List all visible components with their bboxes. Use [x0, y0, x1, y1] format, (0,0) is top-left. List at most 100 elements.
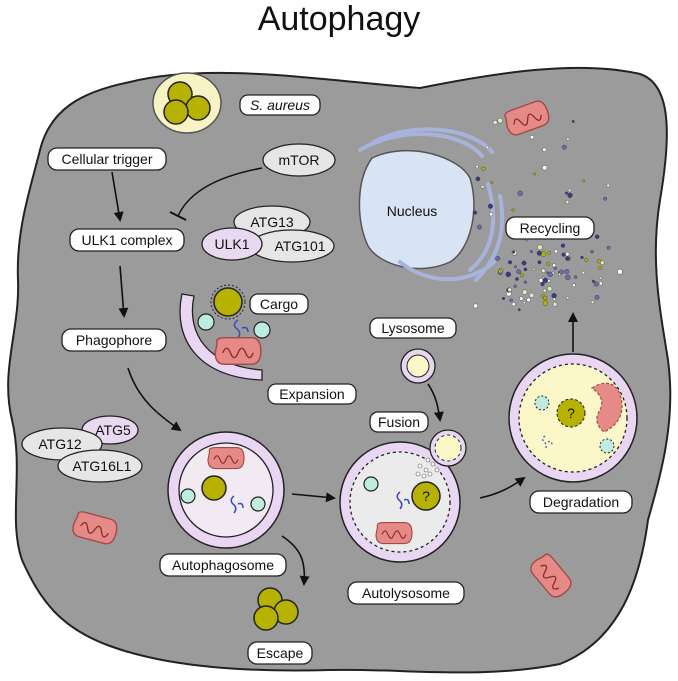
nutrient-particle — [521, 260, 527, 266]
svg-text:Expansion: Expansion — [279, 386, 344, 402]
nutrient-particle — [565, 274, 571, 281]
nutrient-particle — [522, 289, 528, 295]
svg-text:Fusion: Fusion — [378, 414, 420, 430]
nutrient-particle — [543, 295, 548, 301]
nutrient-particle — [541, 268, 546, 273]
nutrient-particle — [617, 269, 623, 275]
nutrient-particle — [547, 271, 553, 278]
nutrient-particle — [606, 183, 610, 188]
nutrient-particle — [546, 261, 551, 266]
nutrient-particle — [473, 303, 478, 309]
arrow-autolysosome-to-degradation — [479, 476, 526, 499]
nutrient-particle — [590, 249, 594, 254]
nutrient-particle — [552, 263, 556, 268]
nutrient-particle — [514, 265, 517, 269]
svg-text:?: ? — [422, 488, 430, 504]
nutrient-particle — [603, 196, 607, 201]
recycling-label: Recycling — [505, 216, 595, 240]
degradation-label: Degradation — [529, 490, 633, 514]
arrow-to-escape — [281, 535, 310, 586]
nutrient-particle — [560, 243, 566, 248]
nucleus: Nucleus — [358, 149, 475, 270]
nutrient-particle — [492, 120, 498, 125]
nutrient-particle — [552, 297, 556, 301]
ulk1-complex-proteins: ATG13 ATG101 ULK1 — [201, 205, 335, 263]
svg-text:ATG13: ATG13 — [250, 214, 294, 230]
page-title: Autophagy — [258, 0, 421, 38]
nutrient-particle — [542, 147, 547, 152]
nutrient-particle — [547, 279, 551, 283]
nutrient-particle — [584, 257, 589, 262]
autolysosome-label: Autolysosome — [347, 581, 465, 605]
nutrient-particle — [532, 267, 536, 271]
s-aureus-label: S. aureus — [239, 94, 321, 116]
nutrient-particle — [522, 301, 526, 304]
nutrient-particle — [542, 165, 548, 171]
nutrient-particle — [606, 245, 611, 250]
nutrient-particle — [475, 176, 481, 182]
nutrient-particle — [566, 137, 570, 141]
endoplasmic-reticulum — [358, 127, 505, 282]
nutrient-particle — [598, 281, 603, 286]
svg-text:ATG12: ATG12 — [38, 436, 82, 452]
ulk1-complex-label: ULK1 complex — [69, 228, 185, 252]
cargo-label: Cargo — [249, 293, 309, 315]
nutrient-particle — [552, 302, 558, 307]
svg-text:Cellular trigger: Cellular trigger — [61, 151, 152, 167]
nutrient-particle — [551, 293, 557, 299]
nutrient-particle — [502, 297, 506, 301]
svg-text:Lysosome: Lysosome — [381, 320, 445, 336]
svg-text:ATG101: ATG101 — [274, 238, 325, 254]
svg-text:ULK1 complex: ULK1 complex — [81, 232, 172, 248]
nutrient-particle — [537, 244, 543, 251]
nutrient-particle — [599, 276, 602, 280]
nutrient-particle — [512, 250, 516, 254]
nutrient-particle — [581, 271, 585, 275]
nutrient-particle — [590, 300, 595, 304]
nutrient-particle — [475, 165, 479, 169]
autophagosome — [167, 431, 285, 549]
nutrient-particle — [488, 203, 494, 209]
nutrient-particle — [519, 296, 524, 301]
svg-text:Nucleus: Nucleus — [387, 203, 438, 219]
svg-text:ULK1: ULK1 — [214, 236, 249, 252]
nutrient-particle — [513, 284, 517, 288]
nutrient-particle — [507, 287, 512, 292]
arrow-lysosome-to-fusion — [427, 383, 444, 422]
nutrient-particle — [476, 224, 482, 230]
nutrient-particle — [523, 267, 528, 272]
nutrient-particle — [591, 279, 595, 283]
nutrient-particle — [497, 117, 503, 124]
nutrient-particle — [519, 273, 524, 278]
svg-text:Autolysosome: Autolysosome — [362, 585, 450, 601]
arrow-autophagosome-to-autolysosome — [291, 492, 336, 503]
svg-text:S. aureus: S. aureus — [250, 97, 310, 113]
nutrient-particle — [481, 166, 486, 171]
nutrient-particle — [565, 199, 570, 204]
svg-text:mTOR: mTOR — [279, 152, 320, 168]
autolysosome: ? — [339, 429, 467, 563]
nutrient-particle — [480, 184, 485, 189]
expanding-phagophore — [179, 284, 271, 381]
nutrient-particle — [523, 280, 527, 284]
nutrient-particle — [516, 269, 522, 274]
nutrient-particle — [540, 282, 545, 287]
cell-cytoplasm — [7, 66, 672, 674]
nutrient-particle — [561, 252, 566, 257]
svg-text:Cargo: Cargo — [260, 296, 298, 312]
svg-text:Autophagosome: Autophagosome — [172, 557, 274, 573]
nutrient-particle — [490, 180, 494, 184]
nutrient-particle — [547, 251, 552, 255]
nutrient-particle — [505, 271, 511, 278]
nutrient-particle — [489, 212, 494, 217]
s-aureus-cluster — [152, 72, 222, 134]
nutrient-particle — [561, 144, 567, 150]
nutrient-particle — [571, 120, 575, 123]
nutrient-particle — [582, 179, 586, 183]
svg-text:Degradation: Degradation — [543, 494, 619, 510]
nutrient-particle — [495, 256, 501, 261]
atg-conjugation-complex: ATG5 ATG12 ATG16L1 — [21, 415, 143, 483]
nutrient-particle — [533, 172, 536, 176]
nutrient-particle — [542, 288, 547, 293]
svg-text:Recycling: Recycling — [520, 220, 581, 236]
